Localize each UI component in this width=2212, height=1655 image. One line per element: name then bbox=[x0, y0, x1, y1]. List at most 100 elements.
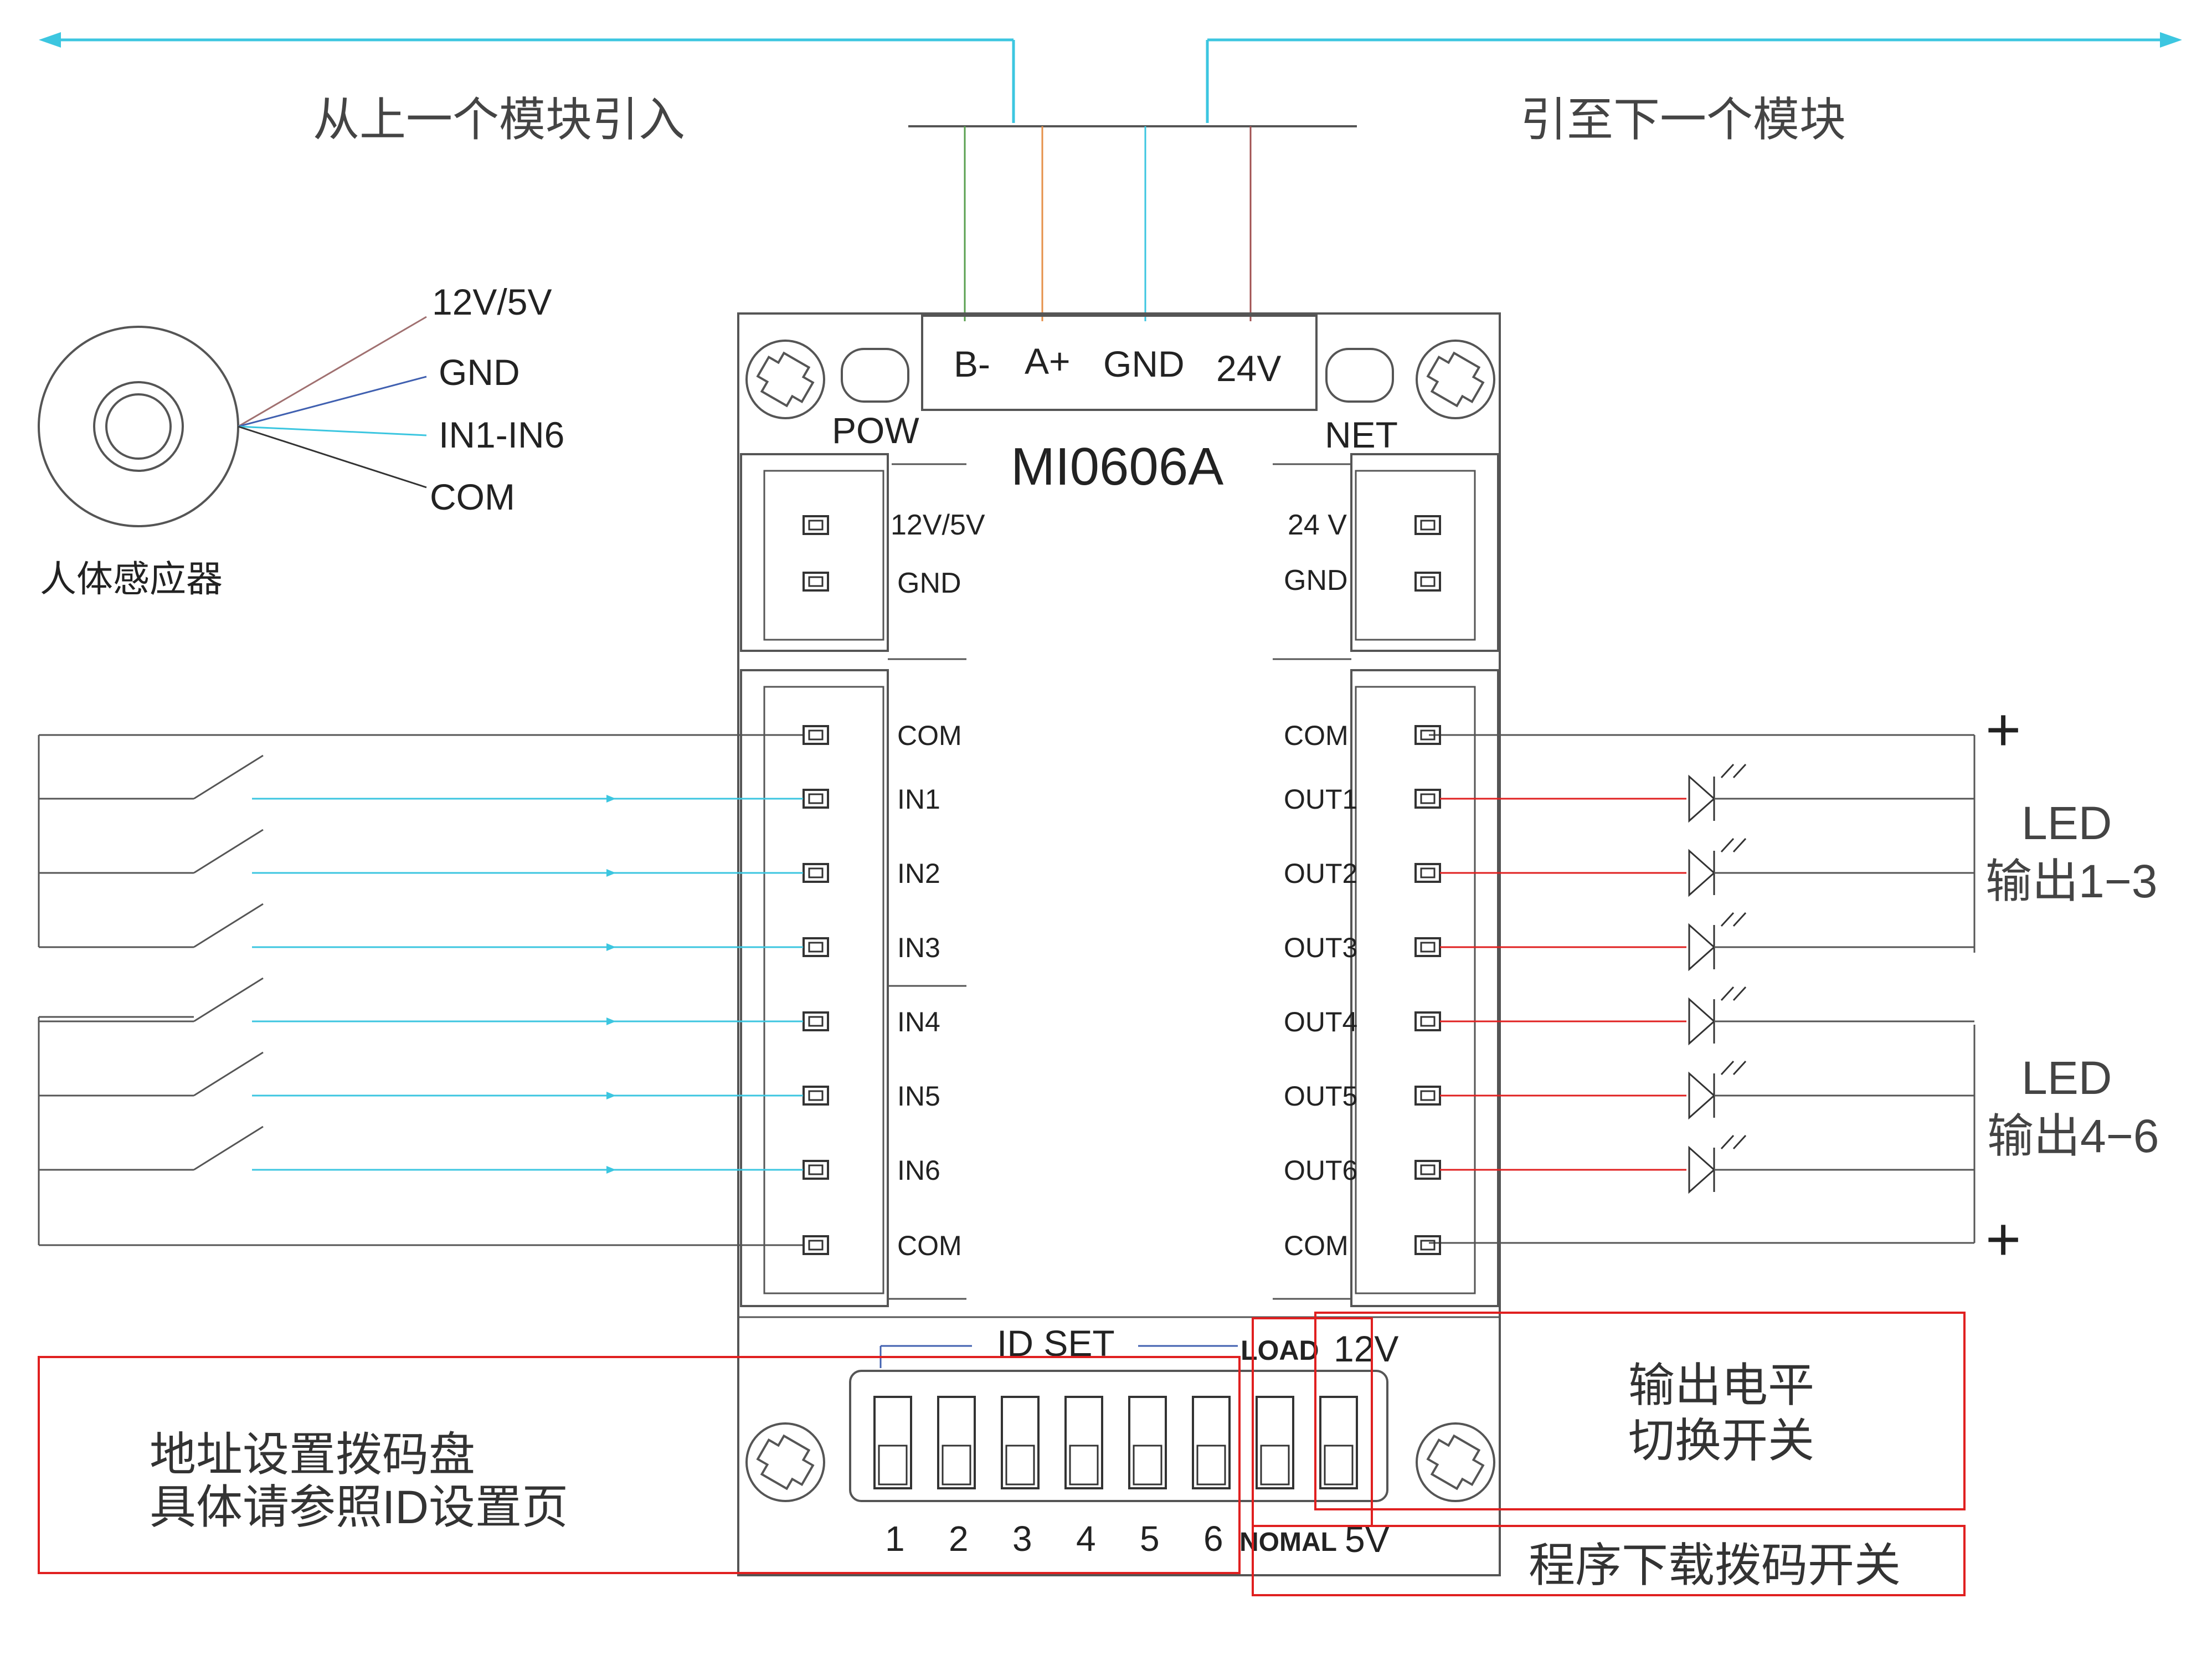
led-group2-range: 输出4−6 bbox=[1987, 1110, 2159, 1162]
input-pin-label: IN5 bbox=[897, 1081, 940, 1112]
bus-terminal bbox=[921, 315, 1318, 411]
input-pin-terminal bbox=[803, 937, 829, 957]
from-prev-label: 从上一个模块引入 bbox=[313, 94, 685, 146]
net-led-icon bbox=[1325, 348, 1394, 403]
light-ray-icon bbox=[1732, 763, 1747, 779]
output-pin-terminal bbox=[1420, 1240, 1436, 1251]
dip-knob[interactable] bbox=[1260, 1445, 1290, 1486]
dip-slot[interactable] bbox=[1064, 1396, 1103, 1489]
pin-a-plus: A+ bbox=[1025, 341, 1071, 382]
dip-knob[interactable] bbox=[1069, 1445, 1099, 1486]
output-pin-terminal bbox=[1420, 1164, 1436, 1175]
light-ray-icon bbox=[1720, 837, 1735, 853]
led-diode-icon bbox=[1688, 849, 1716, 897]
dip-number: 6 bbox=[1203, 1519, 1223, 1559]
dip-slot[interactable] bbox=[1319, 1396, 1358, 1489]
pin-terminal bbox=[1414, 572, 1441, 592]
output-pin-label: COM bbox=[1284, 720, 1349, 751]
dip-knob[interactable] bbox=[1324, 1445, 1354, 1486]
address-dip-callout bbox=[38, 1356, 1241, 1574]
light-ray-icon bbox=[1720, 1134, 1735, 1150]
top-bus: 从上一个模块引入 引至下一个模块 bbox=[39, 32, 2182, 321]
light-ray-icon bbox=[1732, 1134, 1747, 1150]
light-ray-icon bbox=[1720, 763, 1735, 779]
input-pin-label: IN3 bbox=[897, 932, 940, 963]
dip-slot[interactable] bbox=[1192, 1396, 1231, 1489]
output-pin-terminal bbox=[1420, 793, 1436, 804]
switch-contact-icon bbox=[193, 1125, 264, 1171]
module-board: B- A+ GND 24V POW NET MI0606A bbox=[737, 312, 1501, 1576]
light-ray-icon bbox=[1720, 986, 1735, 1001]
input-pin-terminal bbox=[803, 789, 829, 809]
input-pin-terminal bbox=[803, 1086, 829, 1106]
signal-arrow-icon bbox=[606, 943, 616, 951]
net-label: NET bbox=[1325, 414, 1398, 455]
output-pin-terminal bbox=[1414, 1011, 1441, 1031]
dip-knob[interactable] bbox=[878, 1445, 908, 1486]
pin-24v: 24V bbox=[1216, 348, 1281, 389]
dip-knob[interactable] bbox=[1133, 1445, 1162, 1486]
dip-knob[interactable] bbox=[942, 1445, 971, 1486]
input-pin-terminal bbox=[803, 1235, 829, 1255]
dip-slot[interactable] bbox=[873, 1396, 912, 1489]
light-ray-icon bbox=[1720, 912, 1735, 927]
led-diode-icon bbox=[1688, 1071, 1716, 1120]
model-name: MI0606A bbox=[1011, 437, 1223, 496]
input-pin-terminal bbox=[808, 1240, 824, 1251]
annotation-boxes: 地址设置拨码盘 具体请参照ID设置页 输出电平 切换开关 程序下载拨码开关 bbox=[38, 1312, 1966, 1596]
pin-gnd: GND bbox=[1103, 343, 1185, 384]
level-note-line1: 输出电平 bbox=[1628, 1359, 1814, 1411]
input-pin-label: IN2 bbox=[897, 858, 940, 889]
arrow-left-icon bbox=[39, 32, 61, 48]
screw-icon bbox=[745, 1422, 825, 1502]
addr-note-line1: 地址设置拨码盘 bbox=[150, 1428, 475, 1481]
pin-terminal bbox=[1414, 515, 1441, 535]
pin-terminal bbox=[803, 572, 829, 592]
nomal-label: NOMAL bbox=[1239, 1528, 1337, 1557]
output-pin-terminal bbox=[1420, 1090, 1436, 1101]
to-next-label: 引至下一个模块 bbox=[1520, 94, 1846, 146]
left-pin-12v: 12V/5V bbox=[891, 509, 985, 541]
led-group1-range: 输出1−3 bbox=[1985, 855, 2158, 907]
dip-slot[interactable] bbox=[1001, 1396, 1040, 1489]
output-pin-label: OUT1 bbox=[1284, 784, 1357, 815]
switch-contact-icon bbox=[193, 829, 264, 874]
output-pin-terminal bbox=[1420, 867, 1436, 878]
input-pin-label: COM bbox=[897, 1230, 962, 1261]
led-diode-icon bbox=[1688, 1145, 1716, 1194]
pin-terminal bbox=[1420, 576, 1436, 587]
right-pin-gnd: GND bbox=[1284, 564, 1348, 597]
plus-bottom: + bbox=[1985, 1205, 2021, 1273]
dip-number: 2 bbox=[949, 1519, 969, 1559]
light-ray-icon bbox=[1732, 837, 1747, 853]
level-note-line2: 切换开关 bbox=[1628, 1415, 1814, 1467]
led-group1-title: LED bbox=[2021, 797, 2112, 849]
dip-slot[interactable] bbox=[937, 1396, 976, 1489]
output-pin-terminal bbox=[1414, 863, 1441, 883]
pin-terminal bbox=[808, 520, 824, 531]
sensor-wire-gnd: GND bbox=[439, 352, 520, 393]
switch-contact-icon bbox=[193, 977, 264, 1022]
input-pin-terminal bbox=[808, 1090, 824, 1101]
signal-arrow-icon bbox=[606, 1092, 616, 1099]
input-pin-label: IN4 bbox=[897, 1006, 940, 1037]
dip-slot[interactable] bbox=[1256, 1396, 1294, 1489]
dip-knob[interactable] bbox=[1196, 1445, 1226, 1486]
output-level-callout bbox=[1314, 1312, 1966, 1510]
dip-switch[interactable] bbox=[849, 1370, 1388, 1502]
signal-arrow-icon bbox=[606, 869, 616, 877]
input-pin-terminal bbox=[808, 729, 824, 741]
motion-sensor: 12V/5V GND IN1-IN6 COM 人体感应器 bbox=[38, 281, 564, 599]
output-pin-label: OUT5 bbox=[1284, 1081, 1357, 1112]
output-pin-terminal bbox=[1414, 1086, 1441, 1106]
dip-knob[interactable] bbox=[1005, 1445, 1035, 1486]
pow-label: POW bbox=[832, 410, 919, 451]
pin-b-minus: B- bbox=[954, 343, 990, 384]
dip-number: 4 bbox=[1076, 1519, 1096, 1559]
dip-slot[interactable] bbox=[1128, 1396, 1167, 1489]
input-pin-terminal bbox=[808, 1164, 824, 1175]
signal-arrow-icon bbox=[606, 1166, 616, 1174]
input-pin-label: IN6 bbox=[897, 1155, 940, 1186]
